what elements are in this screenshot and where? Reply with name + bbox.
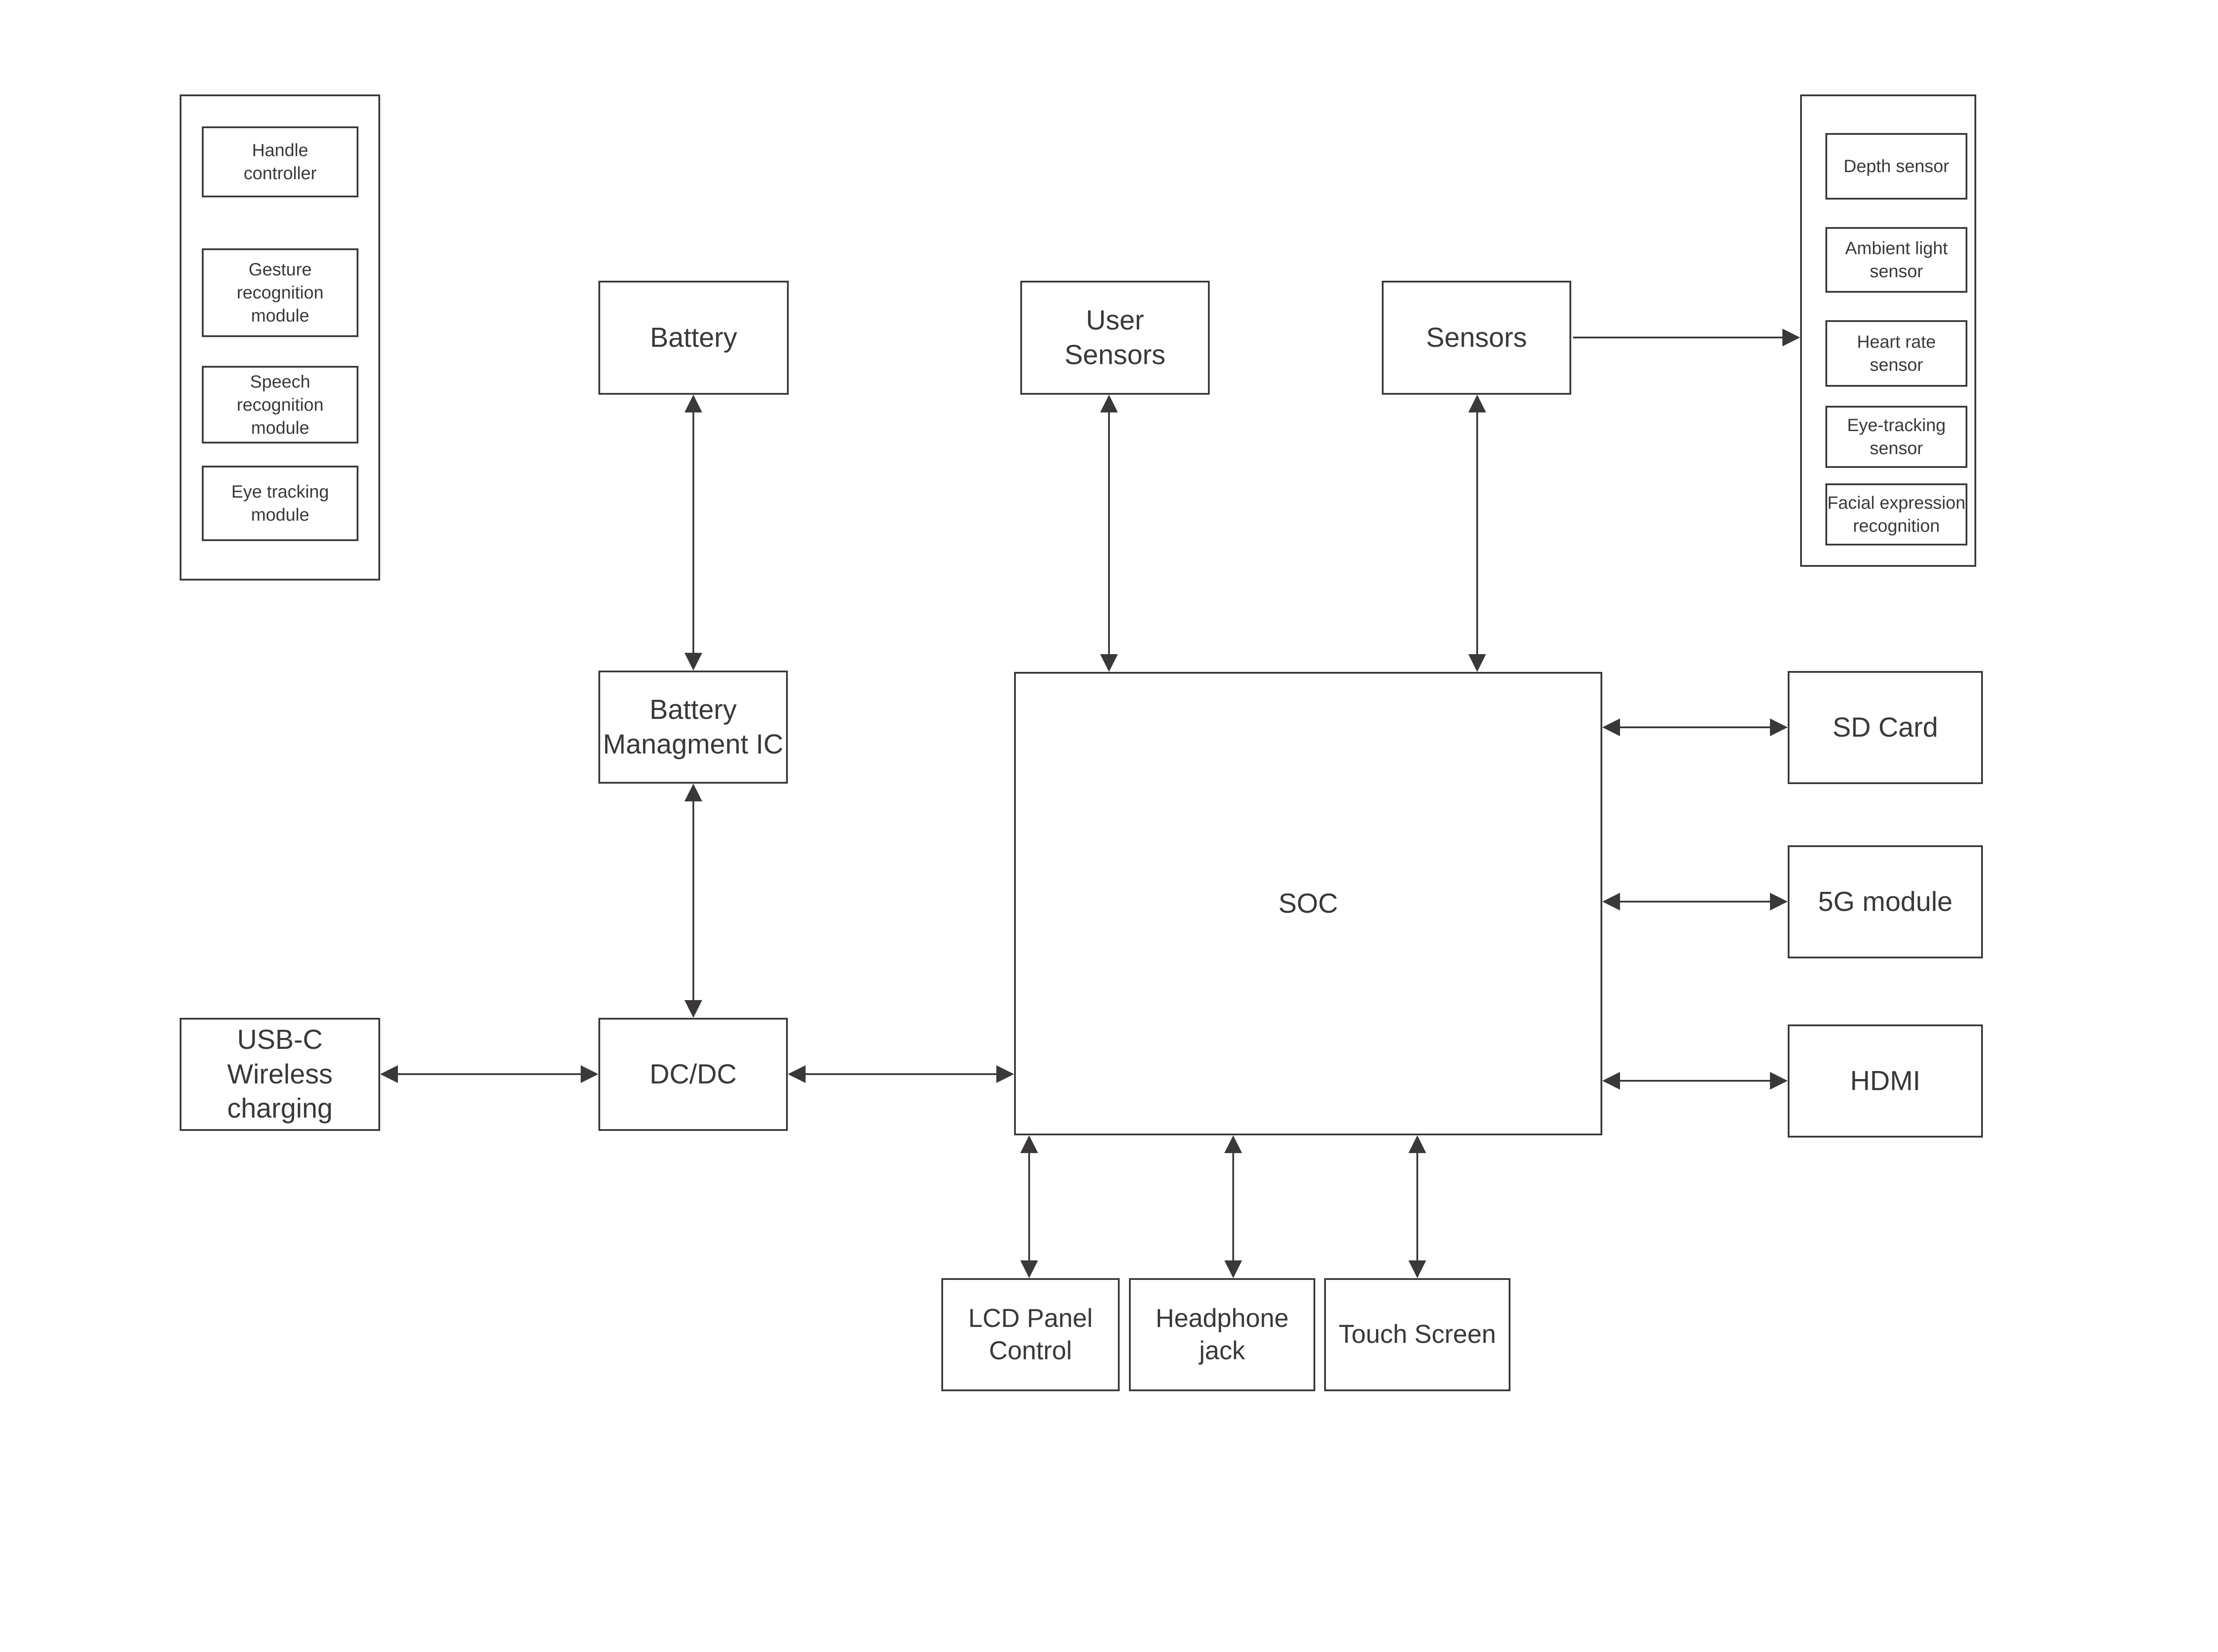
node-sensors: Sensors	[1382, 281, 1571, 395]
node-hdmi: HDMI	[1788, 1024, 1983, 1138]
node-gesture-recognition-module: Gesture recognition module	[202, 248, 358, 337]
node-heart-rate-sensor: Heart rate sensor	[1825, 320, 1967, 387]
node-ambient-light-sensor: Ambient light sensor	[1825, 227, 1967, 293]
node-usb-c-wireless-charging: USB-C Wireless charging	[180, 1018, 380, 1131]
node-dc-dc: DC/DC	[598, 1018, 788, 1131]
node-lcd-panel-control: LCD Panel Control	[941, 1278, 1120, 1391]
input-modules-group	[180, 94, 380, 581]
node-headphone-jack: Headphone jack	[1129, 1278, 1315, 1391]
node-battery-managment-ic: Battery Managment IC	[598, 671, 788, 784]
node-depth-sensor: Depth sensor	[1825, 133, 1967, 200]
node-touch-screen: Touch Screen	[1324, 1278, 1510, 1391]
node-user-sensors: User Sensors	[1020, 281, 1210, 395]
sensor-group	[1800, 94, 1976, 567]
node-sd-card: SD Card	[1788, 671, 1983, 784]
node-facial-expression-recognition: Facial expression recognition	[1825, 483, 1967, 545]
node-5g-module: 5G module	[1788, 845, 1983, 958]
node-soc: SOC	[1014, 672, 1602, 1135]
node-battery: Battery	[598, 281, 789, 395]
node-speech-recognition-module: Speech recognition module	[202, 366, 358, 443]
node-handle-controller: Handle controller	[202, 126, 358, 197]
node-eye-tracking-sensor: Eye-tracking sensor	[1825, 406, 1967, 468]
node-eye-tracking-module: Eye tracking module	[202, 466, 358, 541]
